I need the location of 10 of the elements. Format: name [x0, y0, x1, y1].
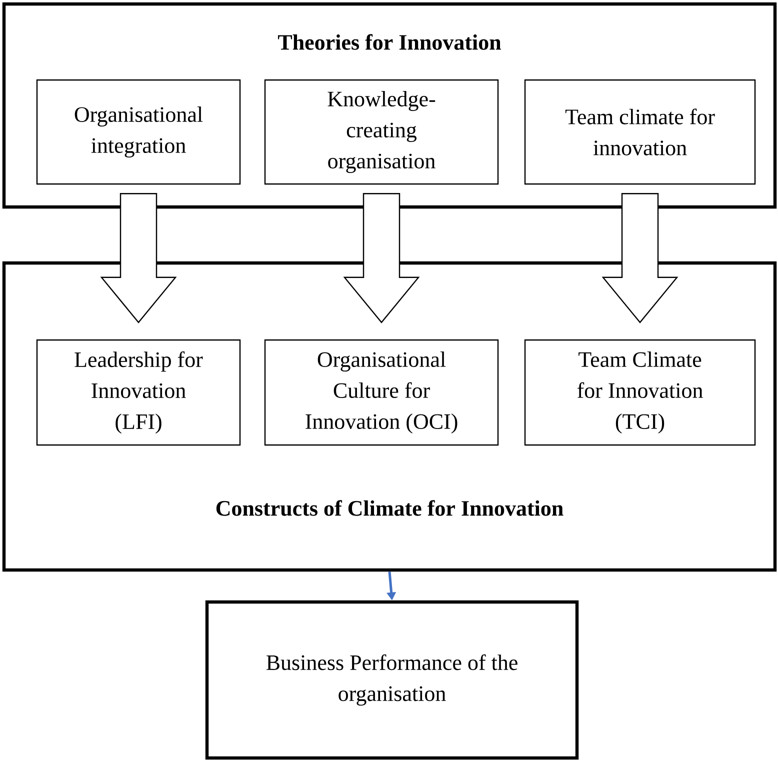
- text-box: Business Performance of the organisation: [205, 600, 579, 760]
- text-box: Leadership for Innovation (LFI): [36, 339, 241, 446]
- block-arrow: [602, 193, 678, 324]
- block-arrow: [343, 193, 420, 324]
- text-box: Organisational integration: [36, 79, 241, 185]
- text-box: Team climate for innovation: [524, 79, 756, 185]
- block-arrow: [100, 193, 177, 324]
- text-box: Team Climate for Innovation (TCI): [524, 339, 756, 446]
- text-box: Organisational Culture for Innovation (OCI): [264, 339, 499, 446]
- text-box: Knowledge-creating organisation: [264, 79, 499, 185]
